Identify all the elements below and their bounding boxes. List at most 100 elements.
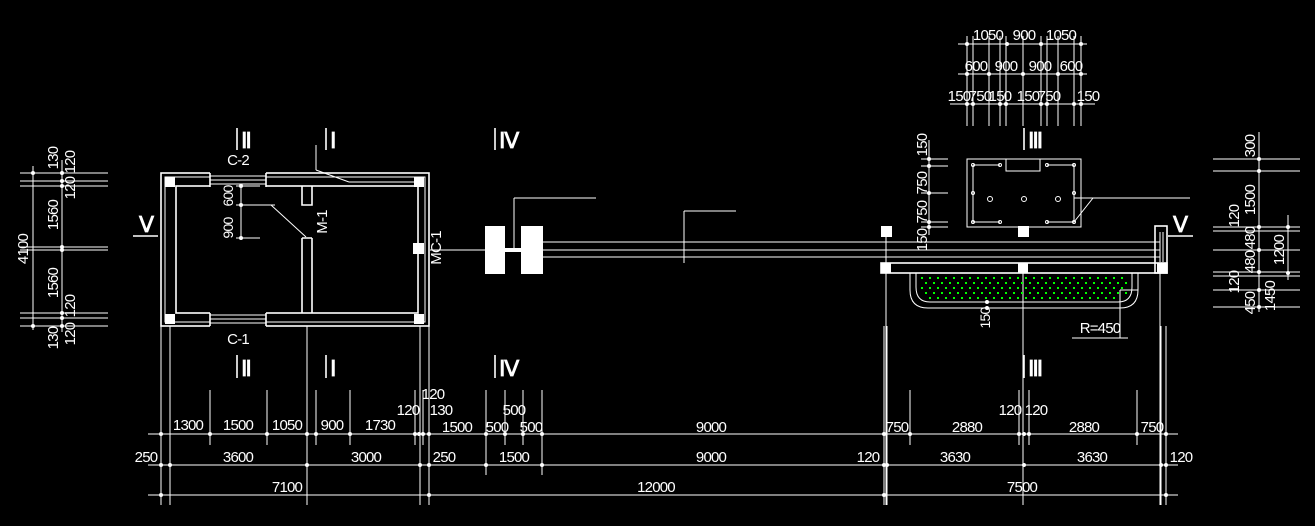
planting-dot <box>1033 287 1035 289</box>
planting-dot <box>941 292 943 294</box>
planting-dot <box>985 277 987 279</box>
planting-dot <box>929 297 931 299</box>
dim-text: 480 <box>1242 226 1259 249</box>
planting-dot <box>1025 277 1027 279</box>
dim-text: 150 <box>914 228 931 251</box>
planting-dot <box>1077 292 1079 294</box>
column <box>414 177 424 187</box>
planting-dot <box>1041 287 1043 289</box>
box-top-dimensions: 1050 900 1050 600 900 900 600 150 750 15… <box>948 27 1101 105</box>
planting-dot <box>957 282 959 284</box>
dim-text: 120 <box>857 449 880 466</box>
planting-dot <box>965 282 967 284</box>
planting-dot <box>1109 282 1111 284</box>
planting-dot <box>1009 297 1011 299</box>
planting-dot <box>953 297 955 299</box>
dim-text: 500 <box>520 419 543 436</box>
window-label-c2: C-2 <box>227 152 249 169</box>
upper-box <box>966 158 1082 228</box>
planting-dot <box>993 287 995 289</box>
planting-dot <box>1045 292 1047 294</box>
planting-dot <box>1113 277 1115 279</box>
planter-outline <box>909 273 1139 309</box>
planting-dot <box>1089 287 1091 289</box>
section-mark-5-right: Ⅴ <box>1172 212 1189 237</box>
dim-text: 130 <box>430 402 453 419</box>
planting-dot <box>969 287 971 289</box>
planting-dot <box>933 292 935 294</box>
planting-dot <box>1065 287 1067 289</box>
planting-dot <box>1061 282 1063 284</box>
planting-dot <box>1041 277 1043 279</box>
dim-text: 450 <box>1242 291 1259 314</box>
window-label-c1: C-1 <box>227 331 249 348</box>
dim-text: 500 <box>503 402 526 419</box>
planting-dot <box>1017 287 1019 289</box>
planting-dot <box>957 292 959 294</box>
dim-text: 150 <box>948 88 971 105</box>
dim-text: 120 <box>1025 402 1048 419</box>
planting-dot <box>961 287 963 289</box>
planting-dot <box>1009 277 1011 279</box>
planting-dot <box>937 297 939 299</box>
dim-text: 750 <box>914 200 931 223</box>
planting-dot <box>973 282 975 284</box>
planting-dot <box>989 282 991 284</box>
planting-dot <box>937 287 939 289</box>
dim-text: 120 <box>397 402 420 419</box>
planting-dot <box>1013 292 1015 294</box>
planting-dot <box>961 277 963 279</box>
planting-dot <box>1073 297 1075 299</box>
dim-text: 120 <box>999 402 1022 419</box>
column <box>881 226 892 237</box>
planting-dot <box>981 282 983 284</box>
planting-dot <box>997 282 999 284</box>
planting-dot <box>1097 287 1099 289</box>
door-swing-line <box>270 204 307 238</box>
dim-text: 120 <box>62 322 79 345</box>
section-mark-4-top: Ⅳ <box>499 128 520 153</box>
planting-dot <box>1121 287 1123 289</box>
column <box>414 314 424 324</box>
planting-dot <box>1065 277 1067 279</box>
planting-dot <box>1057 277 1059 279</box>
planting-dot <box>1025 287 1027 289</box>
dim-text: 900 <box>1013 27 1036 44</box>
dim-text: 1500 <box>442 419 473 436</box>
planting-dot <box>1105 297 1107 299</box>
planting-dot <box>977 287 979 289</box>
dim-text: 130 <box>45 326 62 349</box>
section-mark-3-bottom: Ⅲ <box>1028 356 1043 381</box>
dim-text: 2880 <box>1069 419 1100 436</box>
dim-text: 7500 <box>1007 479 1038 496</box>
dim-text: 1730 <box>365 417 396 434</box>
bottom-dimensions-row2: 250 3600 3000 250 1500 9000 120 3630 363… <box>135 449 1194 466</box>
planting-dot <box>1053 282 1055 284</box>
planting-dot <box>1081 287 1083 289</box>
dim-text: 1200 <box>1271 234 1288 265</box>
planting-dot <box>1001 297 1003 299</box>
planting-dot <box>989 292 991 294</box>
dim-text: 1500 <box>223 417 254 434</box>
door-dim: 600 <box>220 185 236 207</box>
dim-text: 3000 <box>351 449 382 466</box>
dim-text: 1500 <box>1242 184 1259 215</box>
dim-tick <box>1022 463 1026 467</box>
planting-dot <box>1005 282 1007 284</box>
gate-post <box>521 226 543 274</box>
planting-dot <box>1085 282 1087 284</box>
dim-text: 150 <box>1017 88 1040 105</box>
planting-dot <box>981 292 983 294</box>
section-mark-2-bottom: Ⅱ <box>241 356 252 381</box>
planting-dot <box>1001 277 1003 279</box>
dim-text: 1450 <box>1262 280 1279 311</box>
dim-text: 3600 <box>223 449 254 466</box>
planting-dot <box>945 287 947 289</box>
planting-dot <box>1077 282 1079 284</box>
planting-dot <box>1101 282 1103 284</box>
dim-text: 900 <box>321 417 344 434</box>
dim-text: 2880 <box>952 419 983 436</box>
planting-dot <box>1057 297 1059 299</box>
planting-dot <box>1033 277 1035 279</box>
